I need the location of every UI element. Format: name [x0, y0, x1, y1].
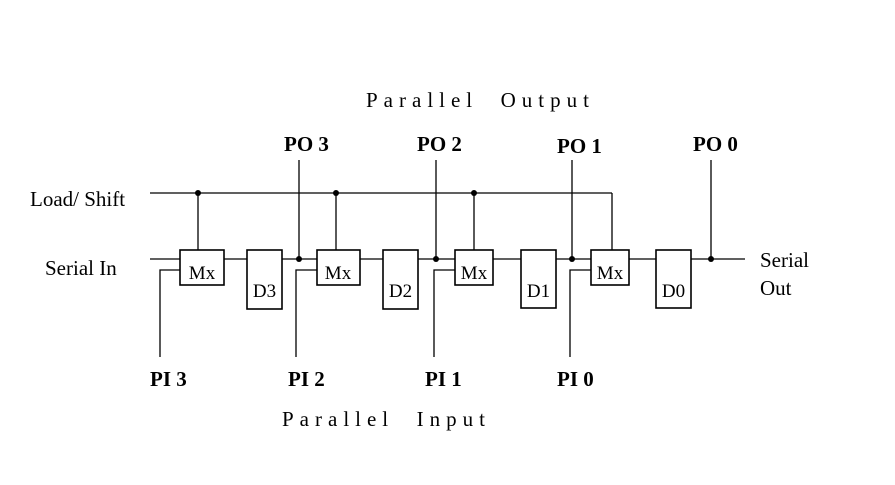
flipflop-d1-label: D1 — [527, 281, 550, 302]
serial-out-label-line1: Serial — [760, 248, 809, 272]
pi1-label: PI 1 — [425, 367, 462, 391]
flipflop-d3: D3 — [246, 249, 283, 310]
pi3-label: PI 3 — [150, 367, 187, 391]
pi3-wire — [159, 269, 180, 357]
flipflop-d0: D0 — [655, 249, 692, 309]
pi2-wire — [295, 269, 317, 357]
parallel-output-title: Parallel Output — [366, 88, 595, 112]
mux-0-label: Mx — [597, 263, 624, 284]
flipflop-d2: D2 — [382, 249, 419, 310]
flipflop-d3-label: D3 — [253, 281, 276, 302]
load-shift-label: Load/ Shift — [30, 187, 125, 211]
po2-label: PO 2 — [417, 132, 462, 156]
po0-label: PO 0 — [693, 132, 738, 156]
mux-2-label: Mx — [325, 263, 352, 284]
po3-label: PO 3 — [284, 132, 329, 156]
pi0-wire — [569, 269, 591, 357]
serial-out-label-line2: Out — [760, 276, 792, 300]
po1-label: PO 1 — [557, 134, 602, 158]
junction-dot — [569, 256, 575, 262]
serial-in-label: Serial In — [45, 256, 117, 280]
junction-dot — [296, 256, 302, 262]
junction-dot — [195, 190, 201, 196]
pi1-wire — [433, 269, 455, 357]
mux-0: Mx — [590, 249, 630, 286]
parallel-input-title: Parallel Input — [282, 407, 491, 431]
junction-dot — [471, 190, 477, 196]
junction-dot — [708, 256, 714, 262]
pi0-label: PI 0 — [557, 367, 594, 391]
flipflop-d0-label: D0 — [662, 281, 685, 302]
mux-1-label: Mx — [461, 263, 488, 284]
pi2-label: PI 2 — [288, 367, 325, 391]
flipflop-d2-label: D2 — [389, 281, 412, 302]
junction-dot — [433, 256, 439, 262]
mux-3-label: Mx — [189, 263, 216, 284]
mux-2: Mx — [316, 249, 361, 286]
flipflop-d1: D1 — [520, 249, 557, 309]
mux-3: Mx — [179, 249, 225, 286]
mux-1: Mx — [454, 249, 494, 286]
junction-dot — [333, 190, 339, 196]
